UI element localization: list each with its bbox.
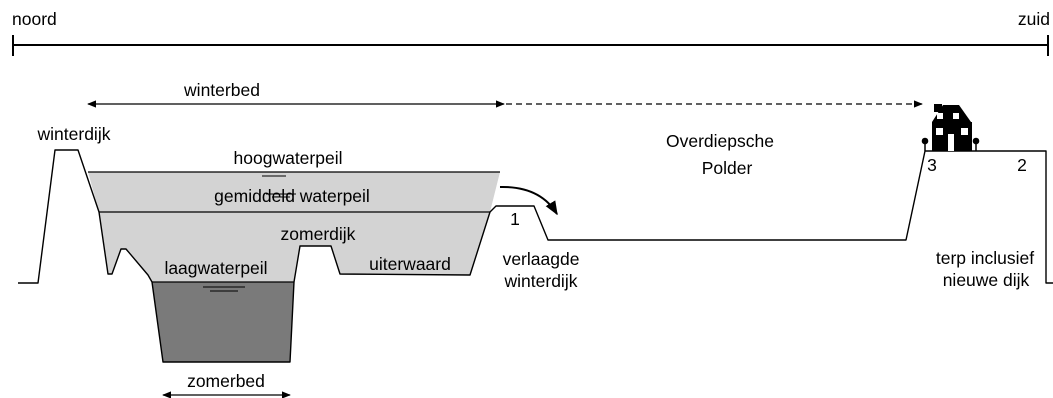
high-water-level-symbol	[254, 171, 294, 177]
north-label: noord	[12, 9, 57, 29]
south-label: zuid	[1018, 9, 1050, 29]
summer-bed-label: zomerbed	[187, 371, 265, 391]
terp-label-line2: nieuwe dijk	[943, 270, 1030, 290]
mean-water-level-symbol	[266, 193, 296, 198]
polder-label-line2: Polder	[702, 158, 753, 178]
winterdijk-label: winterdijk	[37, 124, 111, 144]
low-water-level-symbol	[203, 286, 245, 292]
floodplain-label: uiterwaard	[369, 254, 451, 274]
marker-3: 3	[927, 155, 937, 175]
terp-label-line1: terp inclusief	[936, 248, 1034, 268]
polder-label-line1: Overdiepsche	[666, 131, 774, 151]
marker-1: 1	[510, 209, 520, 229]
overflow-arrow	[499, 185, 558, 216]
lowered-dike-label-line1: verlaagde	[503, 249, 580, 269]
marker-2: 2	[1017, 155, 1027, 175]
summer-dike-label: zomerdijk	[281, 224, 356, 244]
low-water-label: laagwaterpeil	[164, 258, 267, 278]
house-icon	[921, 104, 980, 151]
mean-water-label: gemiddeld waterpeil	[214, 186, 370, 206]
winterbed-label: winterbed	[183, 80, 260, 100]
high-water-band	[88, 172, 500, 212]
high-water-label: hoogwaterpeil	[234, 148, 343, 168]
middle-water-band	[99, 212, 490, 282]
north-south-axis	[12, 35, 1049, 56]
lowered-dike-label-line2: winterdijk	[504, 271, 578, 291]
low-water-channel	[152, 282, 294, 362]
